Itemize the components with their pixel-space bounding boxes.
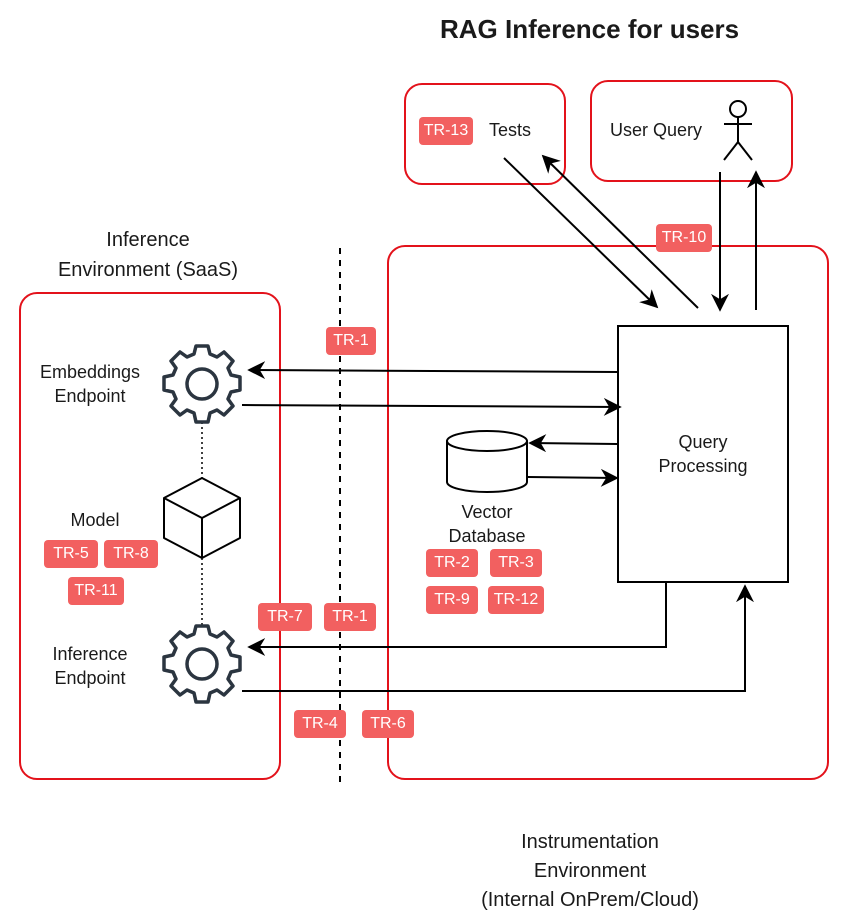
arrow-vector-db-to-query — [527, 468, 619, 487]
instrumentation-env-label-line2: Environment — [533, 860, 647, 882]
user-query-label: User Query — [609, 120, 703, 140]
inference-env-label-line2: Environment (SaaS) — [57, 259, 239, 281]
embeddings-label-line1: Embeddings — [39, 362, 141, 382]
badge-tr-1-bottom: TR-1 — [324, 603, 376, 631]
inference-endpoint-label-line1: Inference — [52, 644, 128, 664]
badge-tr-8: TR-8 — [104, 540, 158, 568]
badge-tr-1-top: TR-1 — [326, 327, 376, 355]
query-processing-box — [617, 325, 789, 583]
tests-box — [404, 83, 566, 185]
instrumentation-environment-box — [387, 245, 829, 780]
instrumentation-env-label-line1: Instrumentation — [521, 831, 659, 853]
arrow-embeddings-to-query — [241, 397, 622, 416]
arrow-query-to-embeddings — [247, 361, 618, 380]
badge-tr-13: TR-13 — [419, 117, 473, 145]
instrumentation-env-label-line3: (Internal OnPrem/Cloud) — [481, 889, 699, 911]
gear-icon — [162, 344, 242, 424]
person-icon — [723, 100, 753, 161]
arrow-query-to-vector-db — [528, 434, 618, 453]
badge-tr-4: TR-4 — [294, 710, 346, 738]
badge-tr-2: TR-2 — [426, 549, 478, 577]
arrow-query-to-inference — [247, 583, 667, 656]
badge-tr-5: TR-5 — [44, 540, 98, 568]
model-label: Model — [70, 510, 120, 530]
embeddings-label-line2: Endpoint — [54, 386, 126, 406]
inference-endpoint-label-line2: Endpoint — [54, 668, 126, 688]
badge-tr-11: TR-11 — [68, 577, 124, 605]
badge-tr-7: TR-7 — [258, 603, 312, 631]
badge-tr-3: TR-3 — [490, 549, 542, 577]
inference-env-label-line1: Inference — [106, 229, 190, 251]
gear-icon — [162, 624, 242, 704]
badge-tr-10: TR-10 — [656, 224, 712, 252]
vector-db-label-line2: Database — [448, 526, 526, 546]
cube-icon — [163, 477, 241, 559]
badge-tr-9: TR-9 — [426, 586, 478, 614]
diagram-title: RAG Inference for users — [440, 14, 740, 44]
query-processing-label-line2: Processing — [658, 456, 748, 476]
badge-tr-6: TR-6 — [362, 710, 414, 738]
arrow-inference-to-query — [242, 584, 754, 692]
arrow-tests-to-query — [503, 157, 659, 309]
badge-tr-12: TR-12 — [488, 586, 544, 614]
database-icon — [446, 430, 528, 493]
inference-environment-box — [19, 292, 281, 780]
vector-db-label-line1: Vector — [461, 502, 513, 522]
arrow-query-to-tests — [541, 154, 699, 309]
user-query-box — [590, 80, 793, 182]
query-processing-label-line1: Query — [678, 432, 728, 452]
tests-label: Tests — [488, 120, 531, 140]
